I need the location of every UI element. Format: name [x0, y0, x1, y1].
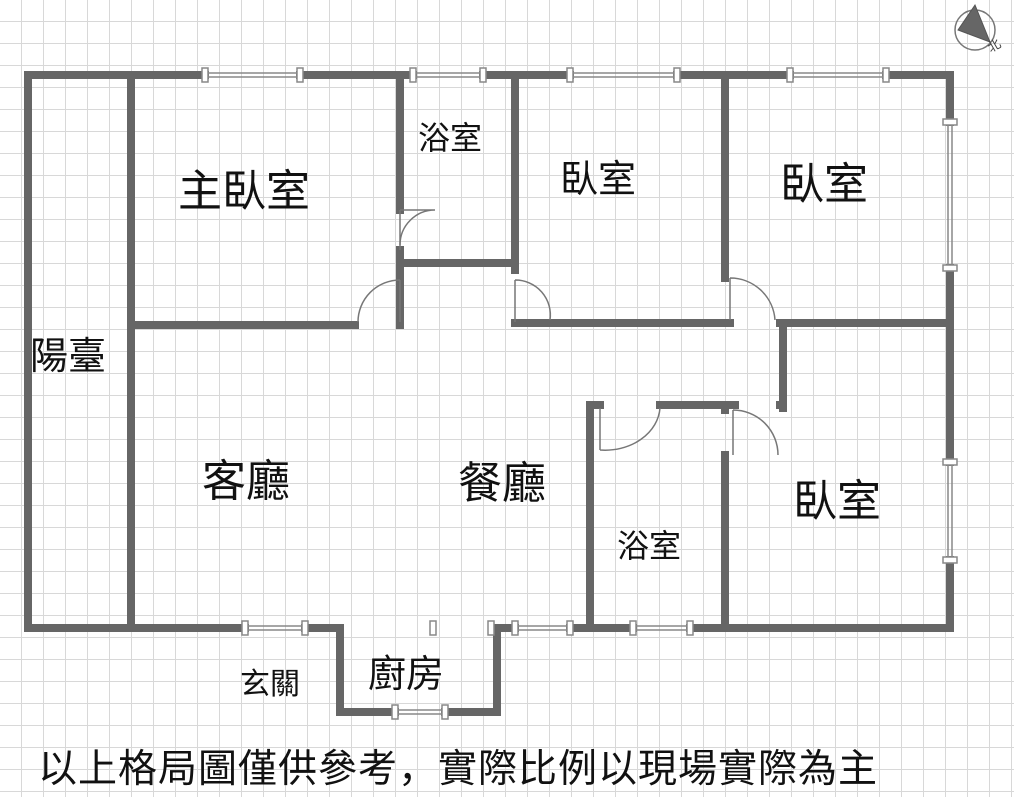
doors — [357, 209, 779, 456]
room-label-entrance: 玄關 — [240, 667, 300, 702]
room-label-master-bedroom: 主臥室 — [178, 166, 310, 217]
room-label-bath-top: 浴室 — [418, 119, 483, 157]
room-label-balcony: 陽臺 — [30, 334, 107, 378]
windows — [201, 67, 958, 720]
room-label-kitchen: 廚房 — [368, 652, 445, 696]
room-label-living-room: 客廳 — [202, 456, 290, 507]
disclaimer-note: 以上格局圖僅供參考，實際比例以現場實際為主 — [38, 747, 879, 792]
room-label-bedroom-4: 臥室 — [793, 476, 881, 527]
room-label-bedroom-2: 臥室 — [560, 157, 637, 201]
room-label-bath-bottom: 浴室 — [617, 527, 682, 565]
compass-icon — [954, 3, 996, 51]
room-label-dining-room: 餐廳 — [458, 458, 546, 509]
room-label-bedroom-3: 臥室 — [780, 159, 868, 210]
